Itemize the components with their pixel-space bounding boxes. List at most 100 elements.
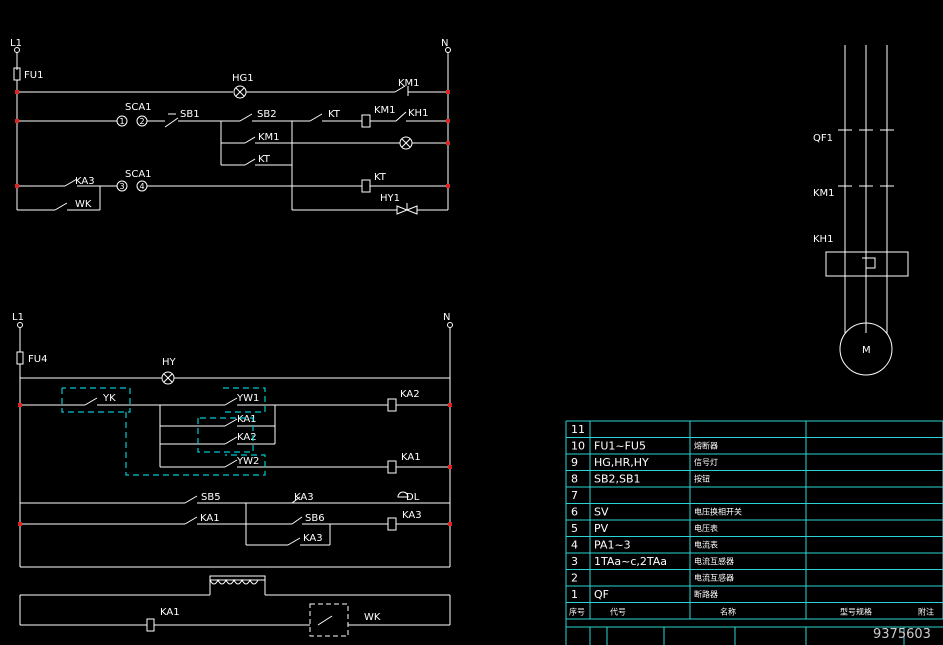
table-row-no: 4: [571, 539, 578, 552]
coil-ka3: [387, 517, 397, 531]
label-fu4: FU4: [28, 354, 47, 365]
label-sb6: SB6: [305, 513, 325, 524]
table-row-code: QF: [594, 588, 609, 601]
label-ka1-bottom: KA1: [160, 607, 180, 618]
terminal-1: [116, 115, 128, 127]
label-hg1: HG1: [232, 73, 254, 84]
label-sb1: SB1: [180, 109, 200, 120]
label-fu1: FU1: [24, 70, 43, 81]
label-km1-top: KM1: [398, 78, 420, 89]
table-row-no: 5: [571, 522, 578, 535]
table-row-name: 断路器: [694, 589, 718, 599]
light-dl: [397, 491, 409, 498]
table-row-name: 电压换相开关: [694, 507, 742, 517]
table-row-no: 11: [571, 423, 585, 436]
watermark-id: 9375603: [873, 627, 931, 642]
table-row-no: 9: [571, 456, 578, 469]
label-m: M: [862, 345, 871, 356]
label-sca1-a: SCA1: [125, 102, 152, 113]
parts-table: 11 10 FU1~FU5 熔断器 9 HG,HR,HY 信号灯 8 SB2,SB1 按钮 7 6 SV…: [565, 420, 943, 645]
relay-kh1: [825, 251, 909, 277]
label-km1-coil: KM1: [374, 105, 396, 116]
table-row-name: 电流表: [694, 540, 718, 550]
label-n: N: [441, 38, 448, 49]
terminal-3: [116, 180, 128, 192]
label-hy: HY: [162, 357, 177, 368]
horn-hy1: [396, 205, 409, 215]
table-row-name: 电流互感器: [694, 556, 734, 566]
label-dl: DL: [406, 492, 420, 503]
table-row-code: FU1~FU5: [594, 440, 646, 453]
label-ka3-coil: KA3: [402, 510, 422, 521]
table-row-code: SB2,SB1: [594, 473, 641, 486]
label-n-2: N: [443, 312, 450, 323]
label-kt-coil: KT: [374, 172, 387, 183]
coil-ka2: [387, 398, 397, 412]
label-sb5: SB5: [201, 492, 221, 503]
table-row-name: 电压表: [694, 523, 718, 533]
label-ka2-c: KA2: [237, 432, 257, 443]
label-wk-2: WK: [364, 612, 381, 623]
table-row-name: 电流互感器: [694, 573, 734, 583]
table-row-no: 3: [571, 555, 578, 568]
coil-kt: [361, 179, 371, 193]
coil-km1: [361, 114, 371, 128]
label-yk: YK: [102, 393, 116, 404]
label-ka1-c: KA1: [237, 414, 257, 425]
label-km1-motor: KM1: [813, 188, 835, 199]
label-kt-top: KT: [328, 109, 341, 120]
label-l1: L1: [10, 38, 22, 49]
label-kt-aux: KT: [258, 154, 271, 165]
table-row-code: HG,HR,HY: [594, 456, 649, 469]
table-header-no: 序号: [569, 607, 585, 617]
label-ka1-coil: KA1: [401, 452, 421, 463]
table-row-code: PA1~3: [594, 539, 631, 552]
table-row-name: 信号灯: [694, 457, 718, 467]
motor-m: [839, 322, 893, 376]
label-km1-aux: KM1: [258, 132, 280, 143]
control-circuit-2: L1 N FU4 HY YK YW1 KA2 KA1 KA2: [12, 312, 453, 637]
label-kh1: KH1: [408, 108, 428, 119]
table-row-no: 6: [571, 506, 578, 519]
label-wk: WK: [75, 199, 92, 210]
table-row-name: 按钮: [694, 474, 710, 484]
table-header-name: 名称: [720, 607, 736, 617]
table-row-no: 8: [571, 473, 578, 486]
switch-wk: [309, 603, 349, 637]
label-l1-2: L1: [12, 312, 24, 323]
table-header-remark: 附注: [918, 607, 934, 617]
fuse-fu4: [16, 351, 24, 365]
label-ka1-b: KA1: [200, 513, 220, 524]
table-row-no: 2: [571, 572, 578, 585]
control-circuit-1: L1 N FU1 HG1 KM1 1 2 SCA1 SB1 SB2: [10, 38, 451, 215]
coil-ka1: [387, 460, 397, 474]
label-qf1: QF1: [813, 133, 833, 144]
table-row-name: 熔断器: [694, 441, 718, 451]
svg-text:3: 3: [120, 182, 125, 191]
table-row-code: PV: [594, 522, 609, 535]
label-ka3-b: KA3: [303, 533, 323, 544]
table-row-no: 7: [571, 489, 578, 502]
label-kh1-motor: KH1: [813, 234, 833, 245]
svg-text:4: 4: [140, 182, 145, 191]
label-sb2: SB2: [257, 109, 277, 120]
label-yw1: YW1: [236, 393, 259, 404]
table-row-no: 10: [571, 440, 585, 453]
label-yw2: YW2: [236, 456, 259, 467]
coil-ka1-bottom: [146, 618, 155, 632]
motor-circuit: QF1 KM1 KH1 M: [813, 45, 909, 376]
label-ka2-coil: KA2: [400, 389, 420, 400]
svg-text:2: 2: [140, 117, 145, 126]
label-ka3: KA3: [75, 176, 95, 187]
table-row-code: SV: [594, 506, 609, 519]
table-row-no: 1: [571, 588, 578, 601]
table-row-code: 1TAa~c,2TAa: [594, 555, 667, 568]
table-header-code: 代号: [610, 607, 626, 617]
label-hy1: HY1: [380, 193, 400, 204]
label-sca1-b: SCA1: [125, 169, 152, 180]
svg-text:1: 1: [120, 117, 125, 126]
label-ka3-c: KA3: [294, 492, 314, 503]
table-header-model: 型号规格: [840, 607, 872, 617]
transformer: [209, 578, 259, 585]
